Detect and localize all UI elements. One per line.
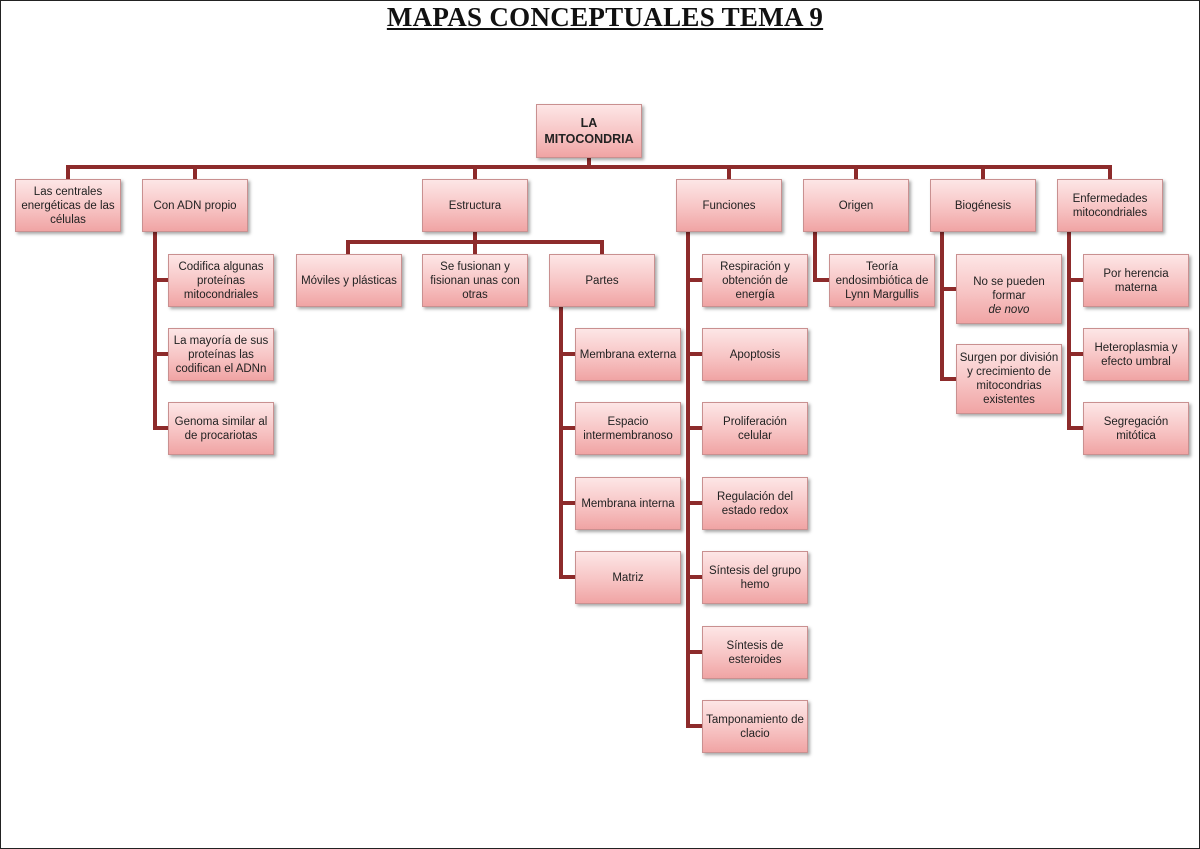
node-adn-child: La mayoría de sus proteínas las codifica… — [168, 328, 274, 381]
node-origen: Origen — [803, 179, 909, 232]
connector — [559, 426, 575, 430]
connector — [813, 231, 817, 282]
node-estructura-child: Se fusionan y fisionan unas con otras — [422, 254, 528, 307]
connector — [559, 575, 575, 579]
connector — [940, 287, 956, 291]
connector — [153, 426, 168, 430]
node-funciones-child: Tamponamiento de clacio — [702, 700, 808, 753]
connector — [981, 165, 985, 179]
connector — [854, 165, 858, 179]
node-enfermedades-child: Heteroplasmia y efecto umbral — [1083, 328, 1189, 381]
node-funciones-child: Proliferación celular — [702, 402, 808, 455]
connector — [940, 377, 956, 381]
node-partes: Partes — [549, 254, 655, 307]
node-origen-child: Teoría endosimbiótica de Lynn Margullis — [829, 254, 935, 307]
connector — [193, 165, 197, 179]
node-funciones-child: Síntesis del grupo hemo — [702, 551, 808, 604]
node-text-italic: de novo — [988, 304, 1030, 316]
connector — [153, 352, 168, 356]
connector — [686, 231, 690, 728]
connector — [1067, 426, 1083, 430]
connector — [686, 352, 702, 356]
connector — [346, 240, 604, 244]
node-enfermedades-child: Por herencia materna — [1083, 254, 1189, 307]
node-estructura: Estructura — [422, 179, 528, 232]
connector — [473, 165, 477, 179]
connector — [686, 278, 702, 282]
node-estructura-child: Móviles y plásticas — [296, 254, 402, 307]
connector — [686, 575, 702, 579]
node-adn-child: Codifica algunas proteínas mitocondriale… — [168, 254, 274, 307]
connector — [66, 165, 1112, 169]
connector — [153, 278, 168, 282]
node-adn: Con ADN propio — [142, 179, 248, 232]
node-funciones-child: Síntesis de esteroides — [702, 626, 808, 679]
connector — [587, 157, 591, 169]
connector — [66, 165, 70, 179]
node-centrales: Las centrales energéticas de las células — [15, 179, 121, 232]
connector — [686, 724, 702, 728]
root-node: LA MITOCONDRIA — [536, 104, 642, 158]
connector — [153, 231, 157, 430]
connector — [1108, 165, 1112, 179]
connector — [1067, 231, 1071, 430]
node-enfermedades: Enfermedades mitocondriales — [1057, 179, 1163, 232]
node-partes-child: Membrana interna — [575, 477, 681, 530]
node-funciones-child: Apoptosis — [702, 328, 808, 381]
connector — [559, 501, 575, 505]
node-text: No se pueden formar — [973, 276, 1045, 302]
connector — [940, 231, 944, 381]
node-partes-child: Espacio intermembranoso — [575, 402, 681, 455]
connector — [727, 165, 731, 179]
connector — [346, 240, 350, 254]
node-partes-child: Matriz — [575, 551, 681, 604]
connector — [686, 650, 702, 654]
page-title: MAPAS CONCEPTUALES TEMA 9 — [386, 2, 824, 32]
connector — [686, 501, 702, 505]
connector — [1067, 278, 1083, 282]
node-funciones-child: Regulación del estado redox — [702, 477, 808, 530]
node-funciones-child: Respiración y obtención de energía — [702, 254, 808, 307]
node-funciones: Funciones — [676, 179, 782, 232]
connector — [1067, 352, 1083, 356]
node-adn-child: Genoma similar al de procariotas — [168, 402, 274, 455]
node-partes-child: Membrana externa — [575, 328, 681, 381]
connector — [559, 352, 575, 356]
connector — [813, 278, 829, 282]
connector — [600, 240, 604, 254]
connector — [686, 426, 702, 430]
node-biogenesis-child: Surgen por división y crecimiento de mit… — [956, 344, 1062, 414]
node-biogenesis: Biogénesis — [930, 179, 1036, 232]
node-biogenesis-child: No se pueden formar de novo — [956, 254, 1062, 324]
node-enfermedades-child: Segregación mitótica — [1083, 402, 1189, 455]
connector — [559, 306, 563, 579]
